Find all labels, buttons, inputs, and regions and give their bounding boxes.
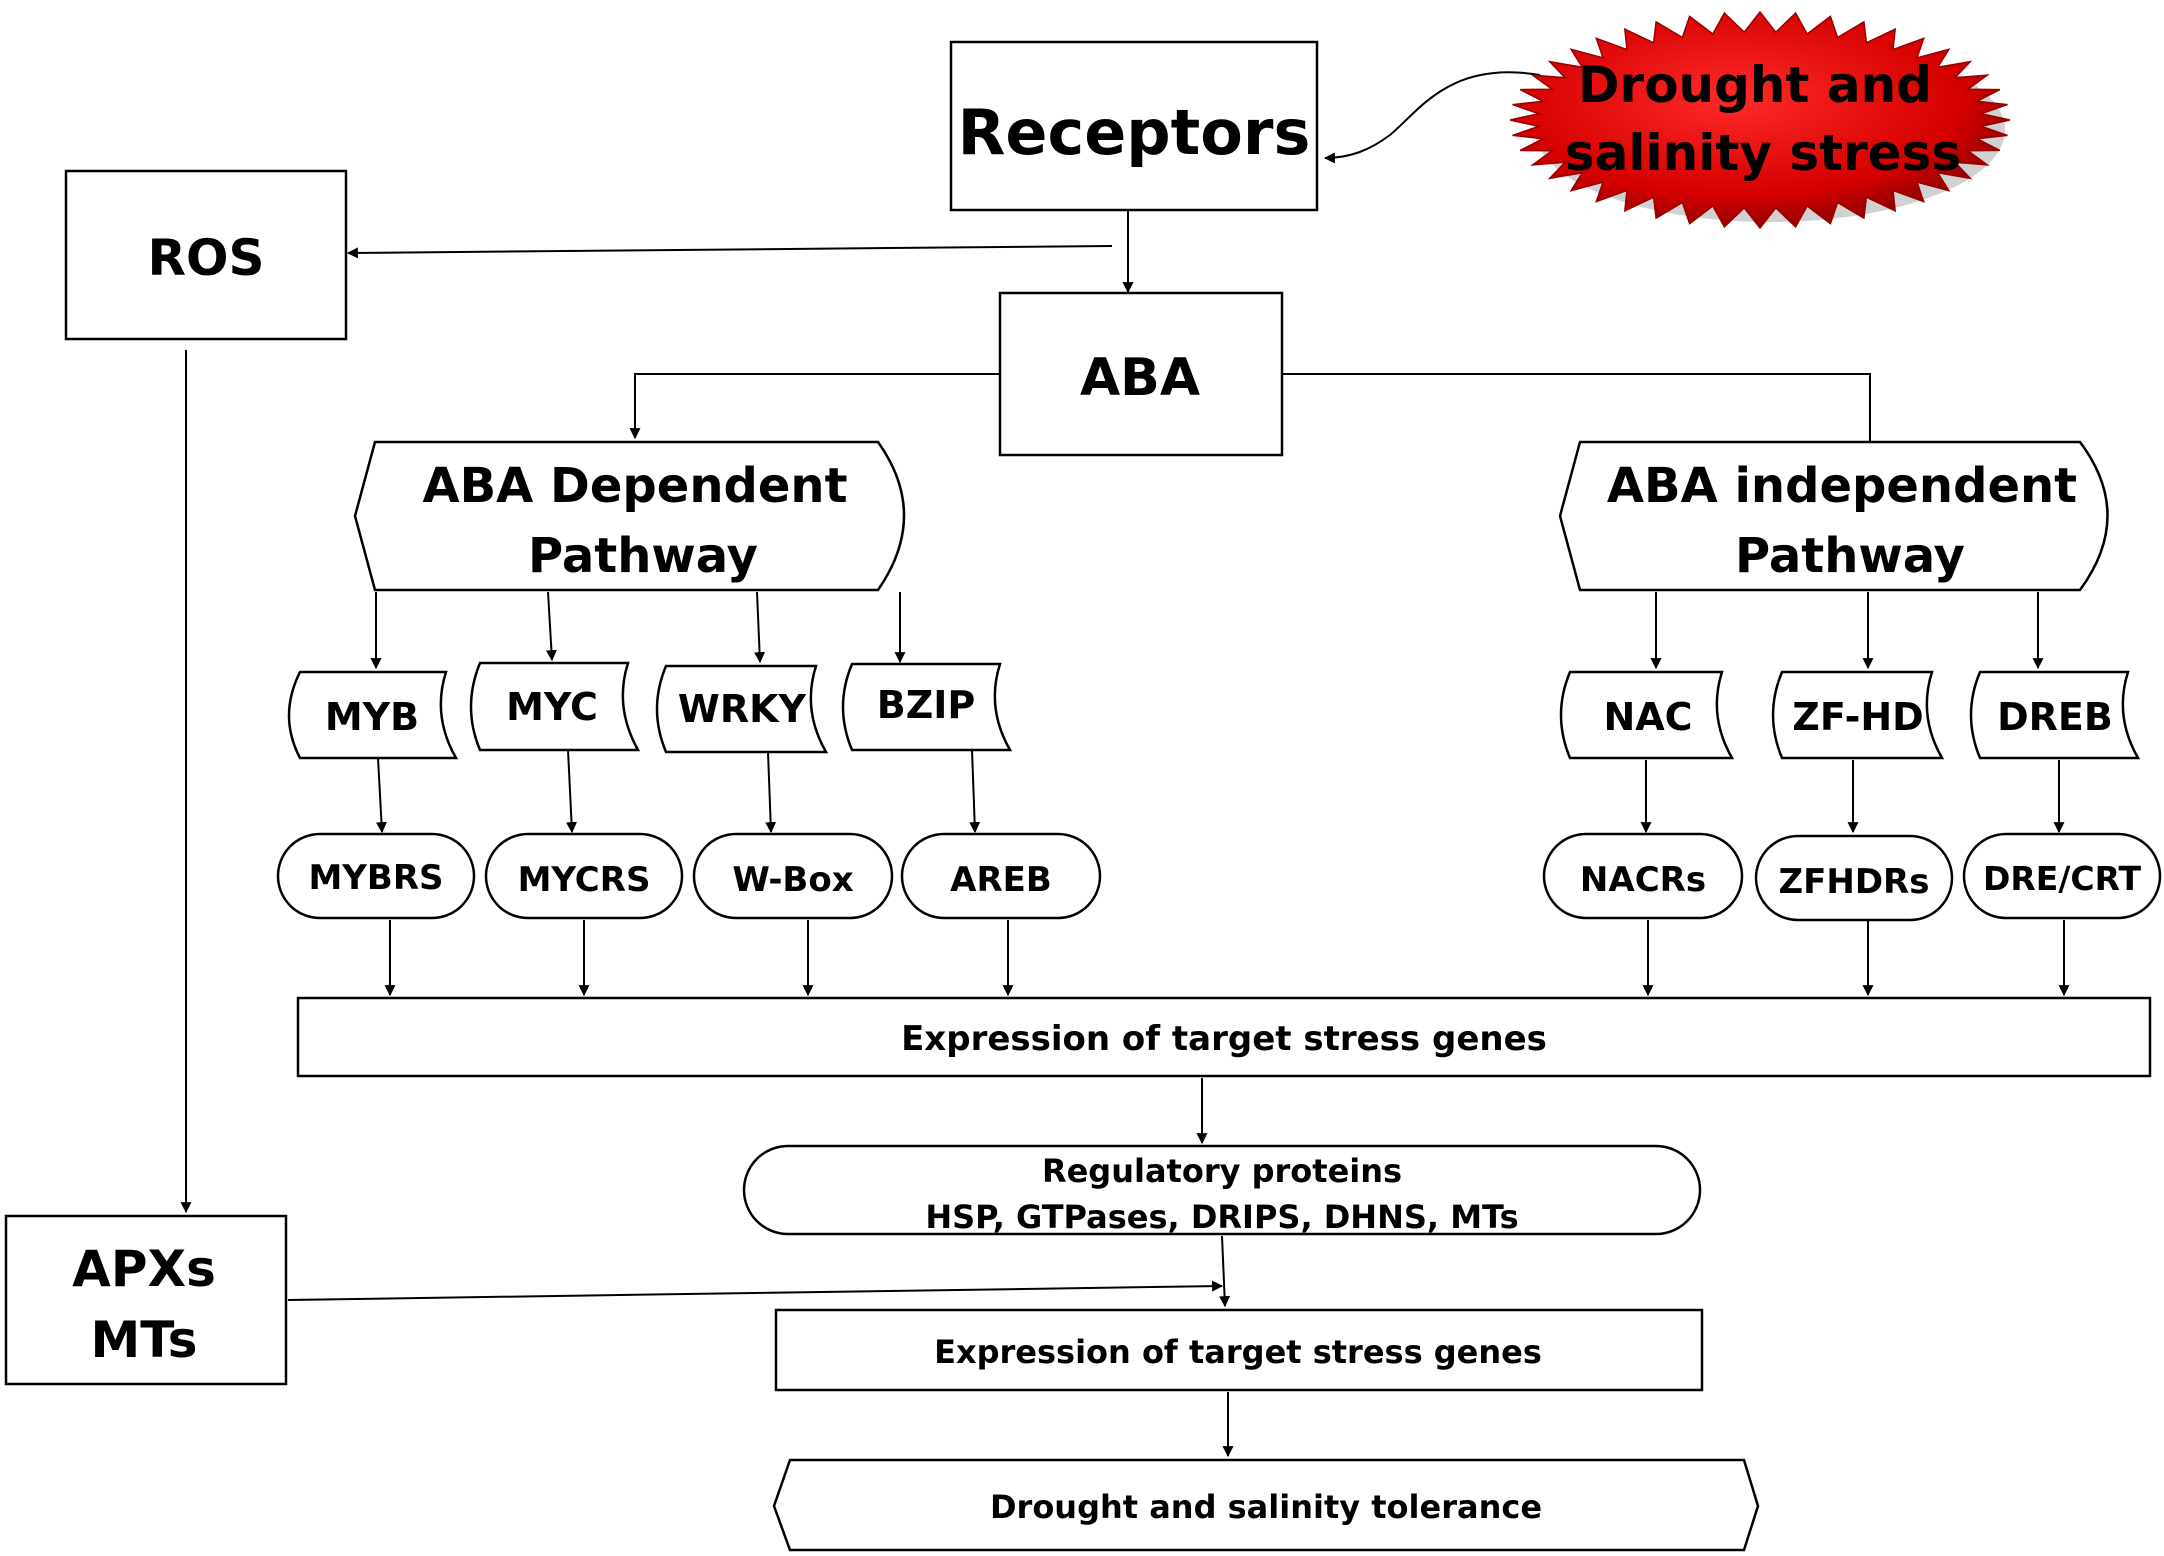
element-mybrs-label: MYBRS (308, 858, 443, 898)
element-wbox-label: W-Box (732, 860, 853, 900)
apxs-line1: APXs (72, 1240, 216, 1298)
aba-independent-node: ABA independent Pathway (1558, 440, 2109, 592)
expression-label-2: Expression of target stress genes (934, 1333, 1542, 1371)
expression-node-1: Expression of target stress genes (296, 996, 2152, 1078)
aba-dependent-line2: Pathway (528, 528, 758, 584)
tf-wrky-shape (655, 664, 829, 754)
element-wbox: W-Box (692, 832, 894, 920)
tf-zfhd-label: ZF-HD (1792, 695, 1923, 739)
element-drecrt-shape (1962, 832, 2162, 920)
element-mycrs-shape (484, 832, 684, 920)
ros-label: ROS (147, 229, 264, 287)
stress-node: Drought and salinity stress (1509, 10, 2011, 230)
tf-myb-shape (287, 670, 459, 760)
arrow-stress-to-receptors (1323, 71, 1541, 164)
apxs-line2: MTs (91, 1311, 198, 1369)
aba-box (998, 291, 1284, 457)
element-nacrs-label: NACRs (1580, 860, 1706, 900)
ros-box (64, 169, 348, 341)
receptors-label: Receptors (958, 96, 1311, 169)
tf-wrky: WRKY (655, 664, 829, 754)
tf-myb-label: MYB (325, 695, 419, 739)
arrow-regulatory-to-expr2 (1219, 1235, 1231, 1308)
arrow-apxs-to-expr2 (287, 1280, 1224, 1301)
ros-node: ROS (64, 169, 348, 341)
tf-myc: MYC (469, 661, 641, 752)
element-zfhdrs: ZFHDRs (1754, 834, 1954, 922)
expression-label-1: Expression of target stress genes (901, 1019, 1547, 1059)
element-mycrs-label: MYCRS (518, 860, 651, 900)
stress-burst (1509, 10, 2011, 230)
stress-label-line2: salinity stress (1565, 124, 1961, 182)
arrow-wrky-to-wbox (765, 751, 777, 834)
regulatory-node: Regulatory proteins HSP, GTPases, DRIPS,… (742, 1144, 1702, 1236)
tf-dreb-label: DREB (1997, 695, 2113, 739)
apxs-node: APXs MTs (4, 1214, 288, 1386)
aba-dependent-shape (353, 440, 906, 592)
aba-dependent-line1: ABA Dependent (422, 458, 847, 514)
aba-independent-line2: Pathway (1735, 528, 1965, 584)
tolerance-node: Drought and salinity tolerance (772, 1458, 1760, 1552)
element-nacrs-shape (1542, 832, 1744, 920)
regulatory-line2: HSP, GTPases, DRIPS, DHNS, MTs (925, 1198, 1518, 1236)
tf-myc-shape (469, 661, 641, 752)
tf-wrky-label: WRKY (678, 687, 807, 731)
element-nacrs: NACRs (1542, 832, 1744, 920)
stress-label-line1: Drought and (1578, 56, 1932, 114)
tf-nac: NAC (1559, 670, 1735, 760)
connectors (180, 71, 2070, 1458)
regulatory-shape (742, 1144, 1702, 1236)
tf-nac-label: NAC (1603, 695, 1692, 739)
arrow-bzip-to-areb (969, 749, 981, 834)
element-drecrt: DRE/CRT (1962, 832, 2162, 920)
tf-zfhd: ZF-HD (1771, 670, 1945, 760)
element-mybrs-shape (276, 832, 476, 920)
aba-dependent-node: ABA Dependent Pathway (353, 440, 906, 592)
tf-bzip-shape (841, 662, 1013, 752)
element-zfhdrs-shape (1754, 834, 1954, 922)
element-areb: AREB (900, 832, 1102, 920)
element-wbox-shape (692, 832, 894, 920)
tf-dreb: DREB (1969, 670, 2141, 760)
tf-zfhd-shape (1771, 670, 1945, 760)
tf-bzip-label: BZIP (877, 683, 976, 727)
element-areb-shape (900, 832, 1102, 920)
expression-box-1 (296, 996, 2152, 1078)
apxs-box (4, 1214, 288, 1386)
aba-node: ABA (998, 291, 1284, 457)
tf-nac-shape (1559, 670, 1735, 760)
arrow-myc-to-mycrs (566, 749, 578, 834)
element-mycrs: MYCRS (484, 832, 684, 920)
regulatory-line1: Regulatory proteins (1042, 1152, 1402, 1190)
element-drecrt-label: DRE/CRT (1983, 859, 2142, 898)
arrow-to-ros (346, 245, 1113, 259)
arrow-myb-to-mybrs (375, 757, 387, 834)
aba-label: ABA (1080, 348, 1200, 408)
tf-myc-label: MYC (506, 685, 598, 729)
arrow-dep-to-wrky (754, 591, 766, 664)
tf-myb: MYB (287, 670, 459, 760)
tolerance-shape (772, 1458, 1760, 1552)
element-areb-label: AREB (950, 860, 1052, 900)
arrow-dep-to-myc (545, 591, 557, 662)
line-aba-to-independent (1282, 373, 1871, 442)
tf-bzip: BZIP (841, 662, 1013, 752)
aba-independent-shape (1558, 440, 2109, 592)
receptors-box (949, 40, 1319, 212)
tolerance-label: Drought and salinity tolerance (990, 1488, 1542, 1526)
expression-node-2: Expression of target stress genes (774, 1308, 1704, 1392)
expression-box-2 (774, 1308, 1704, 1392)
aba-independent-line1: ABA independent (1607, 458, 2077, 514)
element-mybrs: MYBRS (276, 832, 476, 920)
receptors-node: Receptors (949, 40, 1319, 212)
tf-dreb-shape (1969, 670, 2141, 760)
element-zfhdrs-label: ZFHDRs (1779, 862, 1930, 902)
arrow-aba-to-dependent (629, 373, 1000, 440)
